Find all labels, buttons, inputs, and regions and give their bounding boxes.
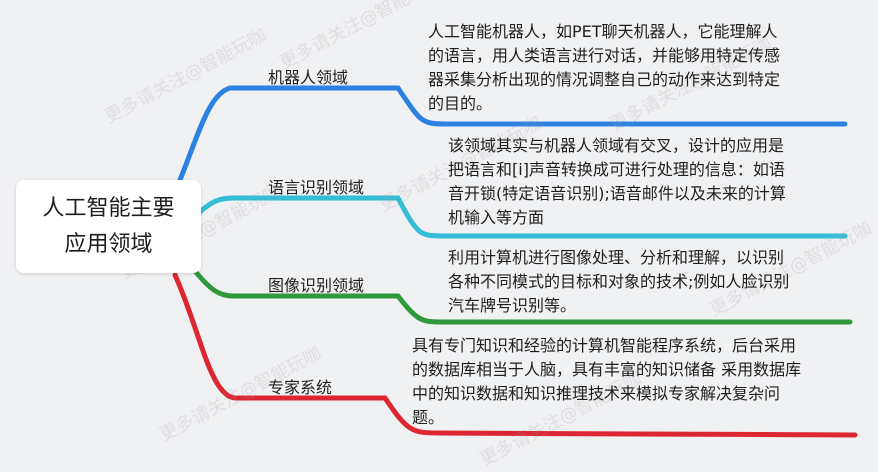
description-robot: 人工智能机器人，如PET聊天机器人，它能理解人 的语言，用人类语言进行对话，并能… bbox=[428, 20, 848, 116]
branch-label-image[interactable]: 图像识别领域 bbox=[268, 276, 365, 295]
description-speech: 该领域其实与机器人领域有交叉，设计的应用是 把语言和[i]声音转换成可进行处理的… bbox=[448, 134, 848, 230]
description-line: 题。 bbox=[412, 408, 445, 427]
description-line: 机输入等方面 bbox=[448, 208, 545, 227]
root-topic-line: 人工智能主要 bbox=[42, 195, 175, 221]
connector-image bbox=[187, 262, 853, 325]
description-line: 的数据库相当于人脑，具有丰富的知识储备 采用数据库 bbox=[412, 360, 802, 379]
description-line: 中的知识数据和知识推理技术来模拟专家解决复杂问 bbox=[412, 384, 781, 403]
branch-label-robot[interactable]: 机器人领域 bbox=[268, 68, 349, 87]
root-topic[interactable]: 人工智能主要 应用领域 bbox=[16, 180, 201, 273]
description-line: 汽车牌号识别等。 bbox=[448, 296, 577, 315]
root-topic-line: 应用领域 bbox=[64, 231, 153, 257]
description-line: 人工智能机器人，如PET聊天机器人，它能理解人 bbox=[428, 22, 778, 41]
connector-speech bbox=[187, 195, 848, 239]
description-line: 该领域其实与机器人领域有交叉，设计的应用是 bbox=[448, 136, 785, 155]
description-line: 把语言和[i]声音转换成可进行处理的信息：如语 bbox=[448, 160, 785, 179]
description-line: 器采集分析出现的情况调整自己的动作来达到特定 bbox=[428, 70, 781, 89]
connector-robot bbox=[165, 85, 848, 211]
description-line: 的语言，用人类语言进行对话，并能够用特定传感 bbox=[428, 46, 781, 65]
connector-expert bbox=[172, 272, 858, 438]
description-line: 利用计算机进行图像处理、分析和理解，以识别 bbox=[448, 248, 785, 267]
description-line: 音开锁(特定语音识别);语音邮件以及未来的计算 bbox=[448, 184, 786, 203]
branch-label-expert[interactable]: 专家系统 bbox=[268, 378, 333, 397]
description-line: 的目的。 bbox=[428, 94, 493, 113]
description-expert: 具有专门知识和经验的计算机智能程序系统，后台采用 的数据库相当于人脑，具有丰富的… bbox=[412, 334, 852, 430]
description-line: 具有专门知识和经验的计算机智能程序系统，后台采用 bbox=[412, 336, 797, 355]
branch-label-speech[interactable]: 语言识别领域 bbox=[268, 178, 365, 197]
description-image: 利用计算机进行图像处理、分析和理解，以识别 各种不同模式的目标和对象的技术;例如… bbox=[448, 246, 848, 318]
description-line: 各种不同模式的目标和对象的技术;例如人脸识别 bbox=[448, 272, 790, 291]
